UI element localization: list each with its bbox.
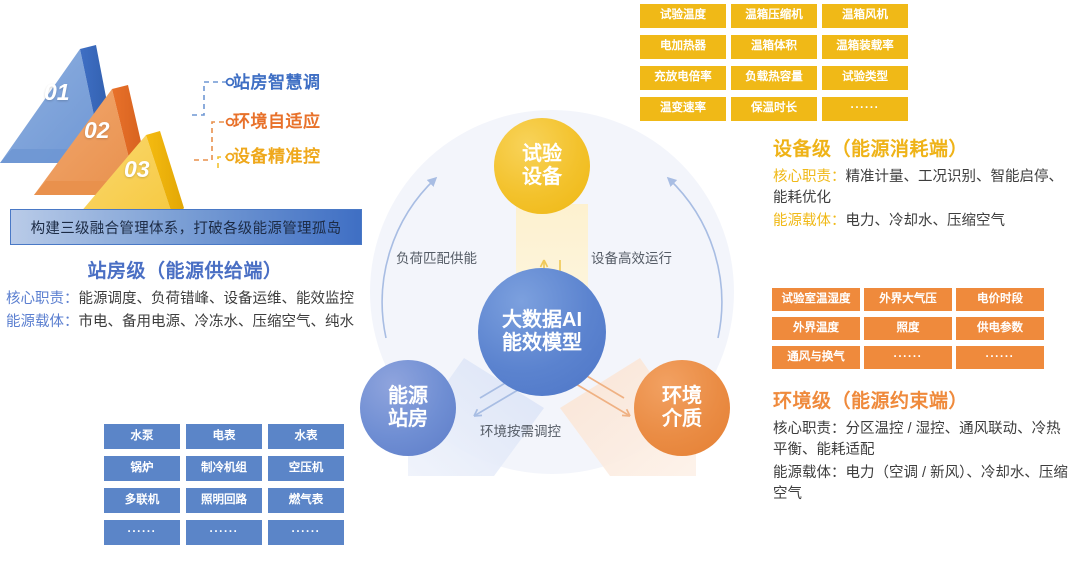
station-tag-5[interactable]: 制冷机组 bbox=[186, 456, 262, 481]
pyramid-tier-2-number: 02 bbox=[84, 117, 110, 143]
environment-tag-8[interactable]: ······ bbox=[864, 346, 952, 369]
station-tag-8[interactable]: 照明回路 bbox=[186, 488, 262, 513]
device-tag-4[interactable]: 电加热器 bbox=[640, 35, 726, 59]
station-carrier-label: 能源载体： bbox=[6, 314, 79, 331]
device-carrier-text: 电力、冷却水、压缩空气 bbox=[845, 213, 1006, 230]
device-tag-2[interactable]: 温箱压缩机 bbox=[731, 4, 817, 28]
pyramid-tier-3-number: 03 bbox=[124, 156, 150, 182]
node-test-equipment[interactable]: 试验设备 bbox=[494, 118, 590, 214]
station-tag-10[interactable]: ······ bbox=[104, 520, 180, 545]
station-tag-6[interactable]: 空压机 bbox=[268, 456, 344, 481]
station-tag-4[interactable]: 锅炉 bbox=[104, 456, 180, 481]
node-energy-station[interactable]: 能源站房 bbox=[360, 360, 456, 456]
device-duty-label: 核心职责： bbox=[773, 169, 846, 185]
station-tag-2[interactable]: 电表 bbox=[186, 424, 262, 449]
environment-tag-7[interactable]: 通风与换气 bbox=[772, 346, 860, 369]
environment-level-title: 环境级（能源约束端） bbox=[773, 391, 969, 412]
device-tag-11[interactable]: 保温时长 bbox=[731, 97, 817, 121]
node-environment-medium[interactable]: 环境介质 bbox=[634, 360, 730, 456]
station-level-duty: 核心职责：能源调度、负荷错峰、设备运维、能效监控 bbox=[6, 289, 364, 310]
ring-label-bottom: 环境按需调控 bbox=[480, 424, 561, 439]
station-tag-11[interactable]: ······ bbox=[186, 520, 262, 545]
station-tag-9[interactable]: 燃气表 bbox=[268, 488, 344, 513]
environment-tag-4[interactable]: 外界温度 bbox=[772, 317, 860, 340]
arc-arrow-left bbox=[381, 176, 438, 339]
device-level-title: 设备级（能源消耗端） bbox=[773, 139, 969, 160]
station-carrier-text: 市电、备用电源、冷冻水、压缩空气、纯水 bbox=[78, 314, 355, 331]
pyramid-tier-1-face bbox=[0, 49, 104, 163]
station-tag-1[interactable]: 水泵 bbox=[104, 424, 180, 449]
device-tag-6[interactable]: 温箱装载率 bbox=[822, 35, 908, 59]
station-equipment-tag-grid: 水泵电表水表锅炉制冷机组空压机多联机照明回路燃气表···············… bbox=[104, 424, 344, 545]
device-tag-5[interactable]: 温箱体积 bbox=[731, 35, 817, 59]
summary-banner: 构建三级融合管理体系，打破各级能源管理孤岛 bbox=[10, 209, 362, 245]
pyramid-tier-3-face bbox=[74, 135, 174, 220]
pyramid-tier-1-label: 站房智慧调 bbox=[233, 73, 321, 92]
station-level-title: 站房级（能源供给端） bbox=[87, 261, 283, 282]
device-level-duty: 核心职责：精准计量、工况识别、智能启停、能耗优化 bbox=[773, 167, 1073, 209]
device-duty-text: 精准计量、工况识别、智能启停、能耗优化 bbox=[773, 169, 1063, 207]
environment-parameter-tag-grid: 试验室温湿度外界大气压电价时段外界温度照度供电参数通风与换气··········… bbox=[772, 288, 1044, 369]
pyramid-tier-2-label: 环境自适应 bbox=[233, 112, 321, 131]
station-tag-7[interactable]: 多联机 bbox=[104, 488, 180, 513]
pyramid-tier-3-label: 设备精准控 bbox=[233, 147, 321, 166]
environment-carrier-label: 能源载体： bbox=[773, 465, 846, 482]
station-level-carrier: 能源载体：市电、备用电源、冷冻水、压缩空气、纯水 bbox=[6, 312, 364, 333]
ring-label-right: 设备高效运行 bbox=[591, 251, 672, 266]
environment-level-duty: 核心职责：分区温控 / 湿控、通风联动、冷热平衡、能耗适配 bbox=[773, 419, 1073, 461]
device-tag-3[interactable]: 温箱风机 bbox=[822, 4, 908, 28]
environment-duty-text: 分区温控 / 湿控、通风联动、冷热平衡、能耗适配 bbox=[773, 421, 1061, 459]
environment-tag-1[interactable]: 试验室温湿度 bbox=[772, 288, 860, 311]
device-tag-12[interactable]: ······ bbox=[822, 97, 908, 121]
environment-level-carrier: 能源载体：电力（空调 / 新风）、冷却水、压缩空气 bbox=[773, 463, 1073, 505]
station-tag-12[interactable]: ······ bbox=[268, 520, 344, 545]
device-tag-8[interactable]: 负载热容量 bbox=[731, 66, 817, 90]
ring-label-left: 负荷匹配供能 bbox=[396, 251, 477, 266]
station-tag-3[interactable]: 水表 bbox=[268, 424, 344, 449]
device-tag-10[interactable]: 温变速率 bbox=[640, 97, 726, 121]
pyramid-connector-lines bbox=[192, 77, 235, 168]
pyramid-tier-1-number: 01 bbox=[44, 79, 70, 105]
environment-carrier-text: 电力（空调 / 新风）、冷却水、压缩空气 bbox=[773, 465, 1068, 503]
environment-tag-5[interactable]: 照度 bbox=[864, 317, 952, 340]
environment-tag-3[interactable]: 电价时段 bbox=[956, 288, 1044, 311]
pyramid-tier-3-side bbox=[146, 131, 184, 220]
device-level-block: 设备级（能源消耗端） 核心职责：精准计量、工况识别、智能启停、能耗优化 能源载体… bbox=[773, 134, 1073, 234]
station-level-block: 站房级（能源供给端） 核心职责：能源调度、负荷错峰、设备运维、能效监控 能源载体… bbox=[6, 256, 364, 335]
arc-arrow-right bbox=[666, 176, 723, 339]
device-tag-9[interactable]: 试验类型 bbox=[822, 66, 908, 90]
environment-duty-label: 核心职责： bbox=[773, 421, 846, 437]
environment-tag-9[interactable]: ······ bbox=[956, 346, 1044, 369]
device-tag-1[interactable]: 试验温度 bbox=[640, 4, 726, 28]
pyramid-tier-2-face bbox=[34, 89, 138, 195]
environment-level-block: 环境级（能源约束端） 核心职责：分区温控 / 湿控、通风联动、冷热平衡、能耗适配… bbox=[773, 386, 1073, 507]
environment-tag-2[interactable]: 外界大气压 bbox=[864, 288, 952, 311]
station-duty-text: 能源调度、负荷错峰、设备运维、能效监控 bbox=[78, 291, 355, 307]
device-parameter-tag-grid: 试验温度温箱压缩机温箱风机电加热器温箱体积温箱装载率充放电倍率负载热容量试验类型… bbox=[640, 4, 908, 121]
device-tag-7[interactable]: 充放电倍率 bbox=[640, 66, 726, 90]
station-duty-label: 核心职责： bbox=[6, 291, 79, 307]
device-level-carrier: 能源载体：电力、冷却水、压缩空气 bbox=[773, 211, 1073, 232]
three-tier-pyramid bbox=[0, 45, 184, 220]
environment-tag-6[interactable]: 供电参数 bbox=[956, 317, 1044, 340]
device-carrier-label: 能源载体： bbox=[773, 213, 846, 230]
